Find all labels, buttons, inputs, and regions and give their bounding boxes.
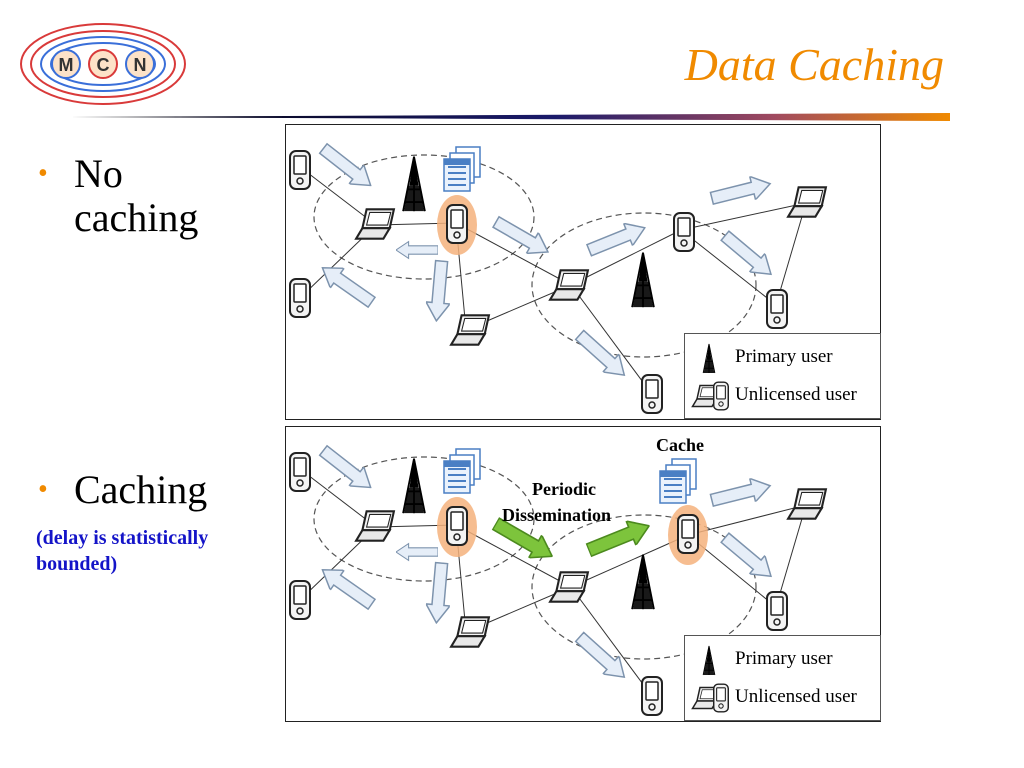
tower-icon [402,155,426,213]
logo-letter-m: M [59,55,74,75]
unlicensed-phone-legend-icon [713,381,729,411]
arrow-icon [716,527,780,587]
laptop-icon [549,571,589,603]
bullet-caching: • Caching [38,467,264,512]
legend-primary-user: Primary user [735,648,833,669]
legend-primary-user: Primary user [735,346,833,367]
laptop-icon [450,616,490,648]
cache-document-icon [659,458,697,504]
arrow-icon [489,211,555,263]
phone-icon [289,579,311,621]
coverage-area-right [531,514,757,660]
arrow-icon [396,240,438,260]
phone-icon [446,505,468,547]
phone-icon [289,149,311,191]
diagram-caching: Cache Periodic Dissemination Primary use… [285,426,881,722]
arrow-icon [424,259,454,323]
coverage-area-left [313,456,535,582]
phone-icon [289,277,311,319]
tower-icon [402,457,426,515]
slide-title: Data Caching [684,39,944,90]
arrow-icon [424,561,454,625]
phone-icon [446,203,468,245]
bullet-dot: • [38,158,48,189]
phone-icon [641,675,663,717]
coverage-area-right [531,212,757,358]
laptop-icon [787,488,827,520]
unlicensed-phone-legend-icon [713,683,729,713]
periodic-label: Periodic [532,479,596,499]
phone-icon [641,373,663,415]
arrow-icon [314,559,380,615]
arrow-icon [708,473,774,513]
network-diagram [289,138,827,415]
laptop-icon [787,186,827,218]
legend-unlicensed-user: Unlicensed user [735,686,857,707]
primary-user-legend-icon [702,645,716,676]
phone-icon [766,590,788,632]
document-icon [443,146,481,192]
bullet-caching-text: Caching [74,467,208,512]
tower-icon [631,251,655,309]
arrow-icon [396,542,438,562]
phone-icon [766,288,788,330]
phone-icon [289,451,311,493]
arrow-icon [583,216,651,262]
arrow-icon [708,171,774,211]
laptop-icon [450,314,490,346]
network-diagram [289,440,827,717]
legend-unlicensed-user: Unlicensed user [735,384,857,405]
phone-icon [677,513,699,555]
cache-label: Cache [656,435,704,455]
arrow-icon [716,225,780,285]
bullet-no-caching-text: No caching [74,151,199,240]
dissemination-label: Dissemination [502,505,612,525]
document-icon [443,448,481,494]
legend: Primary user Unlicensed user [684,333,881,419]
primary-user-legend-icon [702,343,716,374]
caching-note: (delay is statistically bounded) [36,527,209,575]
logo-letter-n: N [134,55,147,75]
bullet-dot: • [38,474,48,505]
tower-icon [631,553,655,611]
laptop-icon [549,269,589,301]
coverage-area-left [313,154,535,280]
bullet-no-caching: • No caching [38,151,244,240]
logo-letter-c: C [97,55,110,75]
mcn-logo: M C N [20,23,186,105]
legend: Primary user Unlicensed user [684,635,881,721]
arrow-icon [314,257,380,313]
diagram-no-caching: Primary user Unlicensed user [285,124,881,420]
phone-icon [673,211,695,253]
title-divider [70,113,950,121]
